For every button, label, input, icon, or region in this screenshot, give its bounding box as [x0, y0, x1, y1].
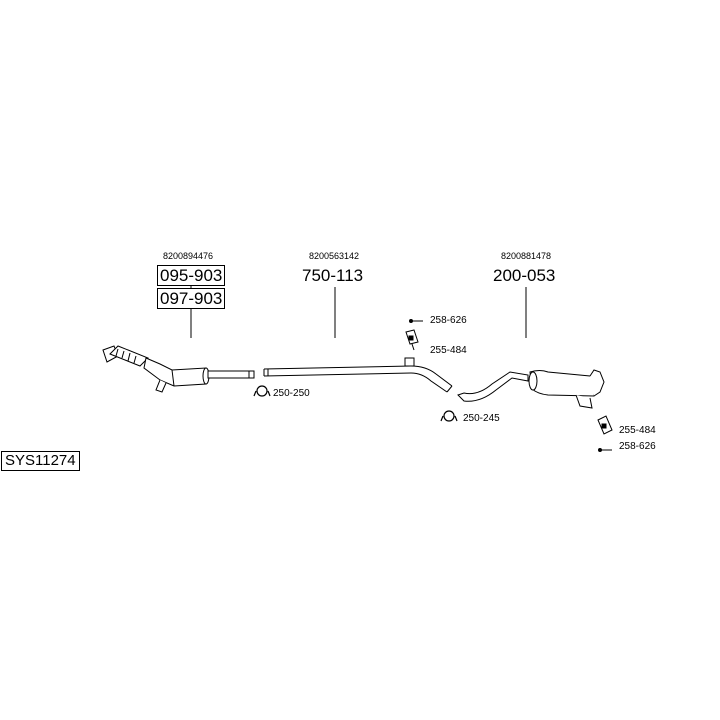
system-code: SYS11274 — [1, 451, 80, 471]
part-number-097-903[interactable]: 097-903 — [157, 288, 226, 309]
fitting-label-clamp-2[interactable]: 250-245 — [463, 413, 500, 424]
oem-number-group-1: 8200894476 — [163, 251, 214, 261]
oem-number-group-2: 8200563142 — [309, 251, 360, 261]
rear-silencer[interactable] — [457, 369, 605, 409]
part-number-095-903[interactable]: 095-903 — [157, 265, 226, 286]
bolt-2[interactable] — [598, 448, 613, 452]
fitting-label-clamp-1[interactable]: 250-250 — [273, 388, 310, 399]
oem-number-group-3: 8200881478 — [501, 251, 552, 261]
rubber-mount-1[interactable] — [405, 329, 419, 351]
clamp-2[interactable] — [440, 410, 458, 422]
front-pipe-catalyst[interactable] — [102, 345, 255, 393]
fitting-label-rubber-mount-2[interactable]: 255-484 — [619, 425, 656, 436]
part-number-200-053[interactable]: 200-053 — [493, 266, 556, 285]
fitting-label-rubber-mount-1[interactable]: 255-484 — [430, 345, 467, 356]
clamp-1[interactable] — [253, 385, 271, 397]
fitting-label-bolt-2[interactable]: 258-626 — [619, 441, 656, 452]
fitting-label-bolt-1[interactable]: 258-626 — [430, 315, 467, 326]
intermediate-pipe[interactable] — [263, 357, 453, 393]
rubber-mount-2[interactable] — [597, 415, 613, 435]
part-number-750-113[interactable]: 750-113 — [302, 266, 364, 285]
bolt-1[interactable] — [409, 319, 424, 323]
